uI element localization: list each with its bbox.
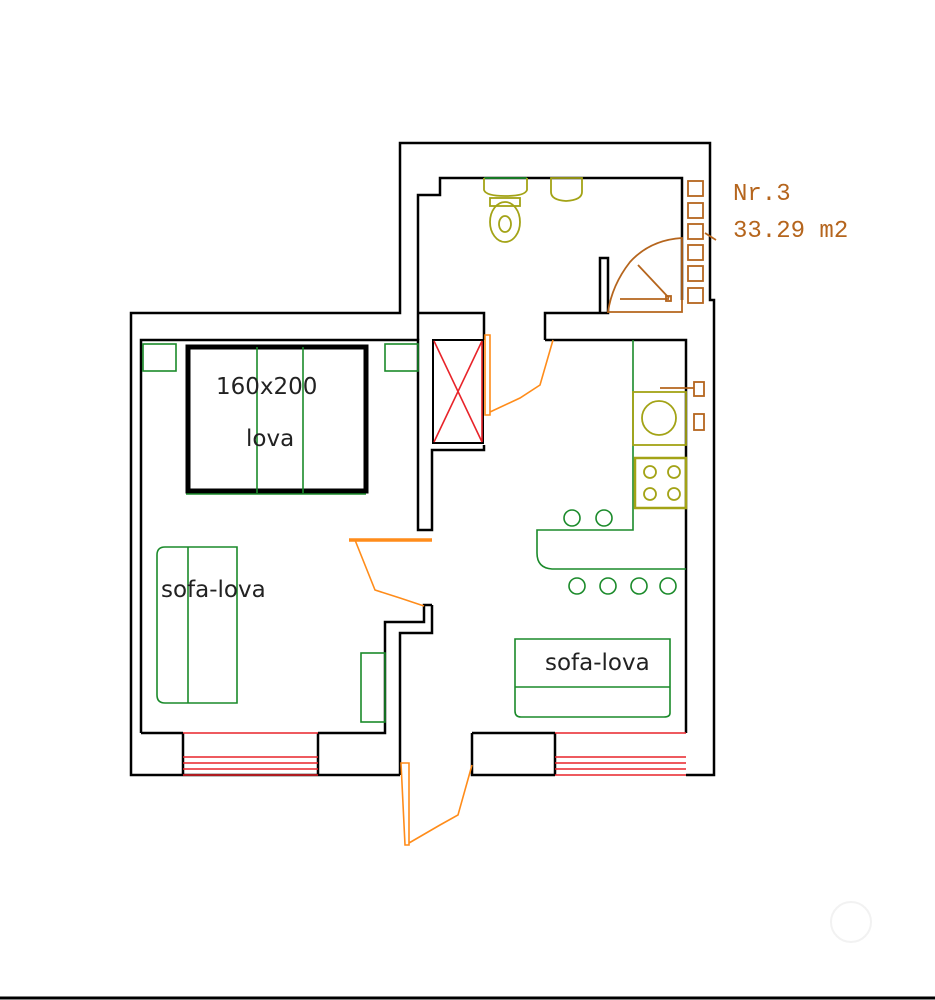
stove xyxy=(633,456,688,510)
door-bedroom xyxy=(349,539,432,607)
bar-stools xyxy=(563,509,677,595)
radiator-bathroom xyxy=(687,180,717,304)
shower xyxy=(606,237,683,313)
toilet xyxy=(483,177,528,243)
bed-label: lova xyxy=(246,426,294,452)
sofa-bed-right xyxy=(514,638,671,718)
sofa-left-label: sofa-lova xyxy=(161,577,266,603)
door-bathroom xyxy=(484,334,554,416)
window-left xyxy=(183,732,318,776)
bed xyxy=(185,344,369,495)
watermark-circle xyxy=(830,901,872,943)
bed-size-label: 160x200 xyxy=(216,374,317,400)
window-right xyxy=(555,732,686,776)
bedroom-partition-wall xyxy=(141,603,434,765)
sink xyxy=(632,391,687,446)
boiler xyxy=(660,381,705,431)
outer-wall xyxy=(129,141,716,777)
door-entrance xyxy=(400,762,473,846)
washbasin xyxy=(550,177,583,202)
closet xyxy=(432,339,484,444)
nightstand-right xyxy=(384,343,419,372)
bedroom-inner-wall xyxy=(139,338,486,733)
kitchen-counter xyxy=(536,340,686,570)
sofa-right-label: sofa-lova xyxy=(545,650,650,676)
unit-area: 33.29 m2 xyxy=(733,218,848,245)
nightstand-left xyxy=(142,343,177,372)
bathroom-inner-wall xyxy=(416,176,684,340)
unit-number: Nr.3 xyxy=(733,181,791,208)
bedroom-shelf xyxy=(360,652,386,723)
kitchen-inner-wall xyxy=(181,338,688,775)
sofa-bed-left xyxy=(156,546,238,704)
